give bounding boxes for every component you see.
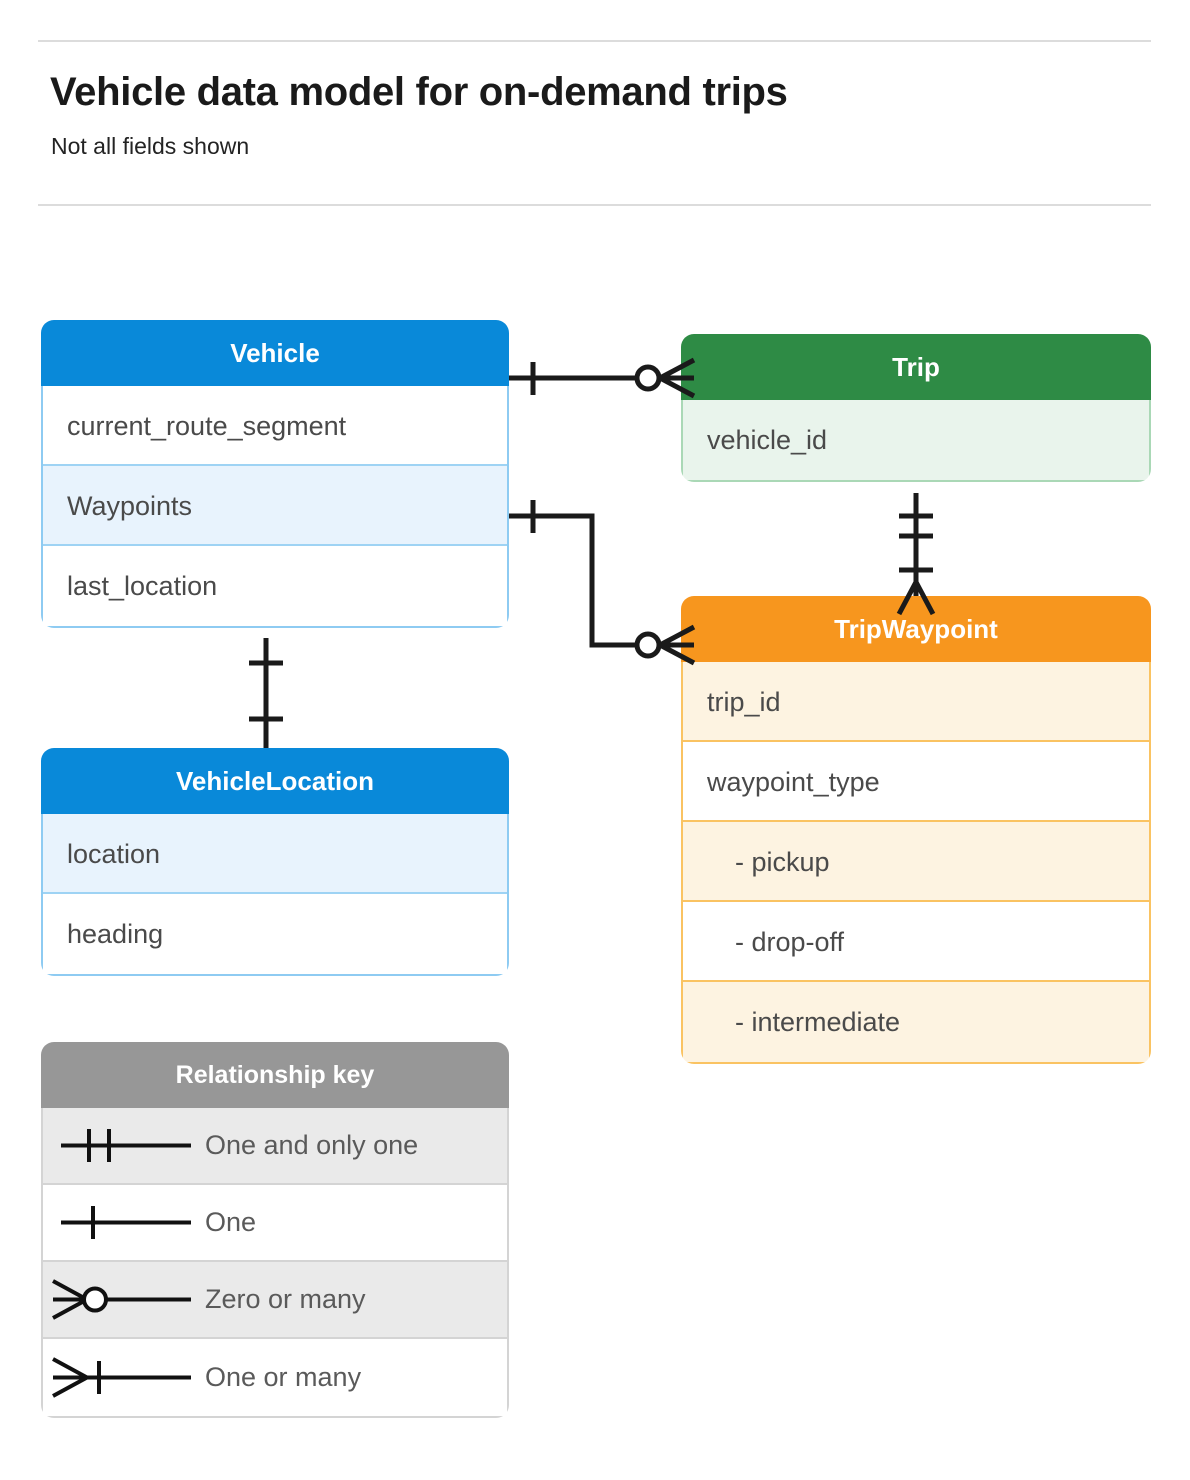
legend-item-one: One bbox=[43, 1185, 507, 1262]
entity-trip-fields: vehicle_id bbox=[681, 400, 1151, 482]
connector-waypoints-tripwaypoint bbox=[509, 500, 696, 666]
entity-vehicle[interactable]: Vehicle current_route_segment Waypoints … bbox=[41, 320, 509, 628]
legend-label-one-and-only-one: One and only one bbox=[205, 1130, 419, 1160]
legend-item-zero-or-many: Zero or many bbox=[43, 1262, 507, 1339]
entity-tripwaypoint-fields: trip_id waypoint_type - pickup - drop-of… bbox=[681, 662, 1151, 1064]
field-heading[interactable]: heading bbox=[43, 894, 507, 974]
field-trip-id[interactable]: trip_id bbox=[683, 662, 1149, 742]
one-icon bbox=[43, 1184, 205, 1261]
header-divider-top bbox=[38, 40, 1151, 42]
entity-vehiclelocation[interactable]: VehicleLocation location heading bbox=[41, 748, 509, 976]
entity-trip[interactable]: Trip vehicle_id bbox=[681, 334, 1151, 482]
entity-vehiclelocation-fields: location heading bbox=[41, 814, 509, 976]
relationship-key-legend: Relationship key One and only one One bbox=[41, 1042, 509, 1418]
legend-label-one-or-many: One or many bbox=[205, 1362, 362, 1392]
entity-vehiclelocation-title: VehicleLocation bbox=[41, 748, 509, 814]
field-waypoint-type[interactable]: waypoint_type bbox=[683, 742, 1149, 822]
entity-tripwaypoint[interactable]: TripWaypoint trip_id waypoint_type - pic… bbox=[681, 596, 1151, 1064]
legend-item-one-and-only-one: One and only one bbox=[43, 1108, 507, 1185]
field-last-location[interactable]: last_location bbox=[43, 546, 507, 626]
field-waypoint-type-pickup[interactable]: - pickup bbox=[683, 822, 1149, 902]
header-divider-bottom bbox=[38, 204, 1151, 206]
legend-rows: One and only one One Zero bbox=[41, 1108, 509, 1418]
connector-vehicle-trip bbox=[509, 357, 696, 399]
page-title: Vehicle data model for on-demand trips bbox=[50, 70, 788, 114]
entity-tripwaypoint-title: TripWaypoint bbox=[681, 596, 1151, 662]
field-location[interactable]: location bbox=[43, 814, 507, 894]
one-and-only-one-icon bbox=[43, 1107, 205, 1184]
legend-item-one-or-many: One or many bbox=[43, 1339, 507, 1416]
legend-title: Relationship key bbox=[41, 1042, 509, 1108]
entity-vehicle-title: Vehicle bbox=[41, 320, 509, 386]
field-current-route-segment[interactable]: current_route_segment bbox=[43, 386, 507, 466]
entity-trip-title: Trip bbox=[681, 334, 1151, 400]
field-waypoints[interactable]: Waypoints bbox=[43, 466, 507, 546]
field-waypoint-type-dropoff[interactable]: - drop-off bbox=[683, 902, 1149, 982]
zero-or-many-icon bbox=[43, 1261, 205, 1338]
connector-vehicle-vehiclelocation bbox=[249, 638, 283, 748]
entity-vehicle-fields: current_route_segment Waypoints last_loc… bbox=[41, 386, 509, 628]
legend-label-zero-or-many: Zero or many bbox=[205, 1284, 366, 1314]
field-waypoint-type-intermediate[interactable]: - intermediate bbox=[683, 982, 1149, 1062]
one-or-many-icon bbox=[43, 1339, 205, 1416]
field-vehicle-id[interactable]: vehicle_id bbox=[683, 400, 1149, 480]
legend-label-one: One bbox=[205, 1207, 257, 1237]
page-subtitle: Not all fields shown bbox=[51, 133, 250, 159]
